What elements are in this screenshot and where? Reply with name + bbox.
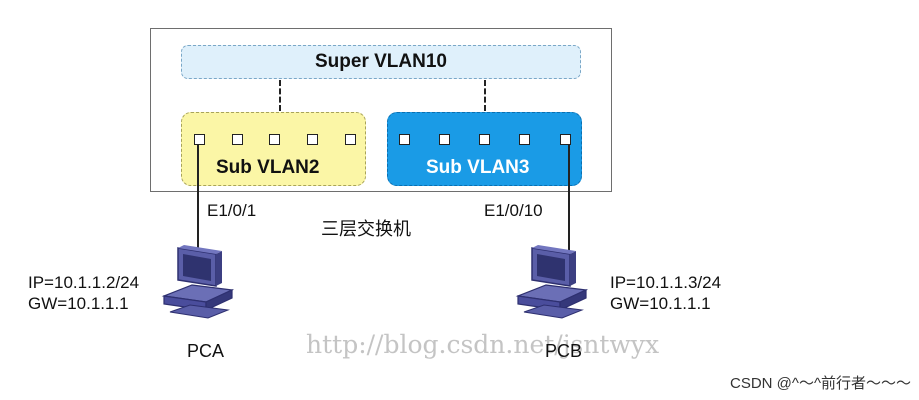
super-vlan-label: Super VLAN10 — [315, 51, 447, 72]
port-label-right: E1/0/10 — [484, 201, 543, 220]
port-label-left: E1/0/1 — [207, 201, 257, 220]
pcb-ip: IP=10.1.1.3/24 — [610, 273, 722, 292]
pcb-name: PCB — [545, 341, 583, 361]
sub-vlan3-box: Sub VLAN3 — [387, 112, 582, 186]
pcb-computer-icon — [515, 245, 589, 319]
port — [439, 134, 450, 145]
super-vlan-box: Super VLAN10 — [181, 45, 581, 79]
port-e1-0-1 — [194, 134, 205, 145]
pca-computer-icon — [161, 245, 235, 319]
super-to-sub3-connector — [484, 80, 486, 111]
cable-pca — [197, 145, 199, 252]
port — [479, 134, 490, 145]
pca-ip: IP=10.1.1.2/24 — [28, 273, 140, 292]
port — [345, 134, 356, 145]
pca-name: PCA — [187, 341, 225, 361]
port-e1-0-10 — [560, 134, 571, 145]
port — [232, 134, 243, 145]
port — [519, 134, 530, 145]
port — [269, 134, 280, 145]
csdn-credit: CSDN @^～^前行者～～～ — [730, 375, 911, 392]
sub-vlan2-box: Sub VLAN2 — [181, 112, 366, 186]
sub-vlan2-label: Sub VLAN2 — [216, 157, 320, 178]
cable-pcb — [568, 145, 570, 252]
pcb-gw: GW=10.1.1.1 — [610, 294, 711, 313]
sub-vlan3-label: Sub VLAN3 — [426, 157, 530, 178]
switch-label: 三层交换机 — [321, 219, 411, 239]
super-to-sub2-connector — [279, 80, 281, 111]
port — [307, 134, 318, 145]
watermark: http://blog.csdn.net/jsntwyx — [306, 330, 660, 359]
pca-gw: GW=10.1.1.1 — [28, 294, 129, 313]
port — [399, 134, 410, 145]
